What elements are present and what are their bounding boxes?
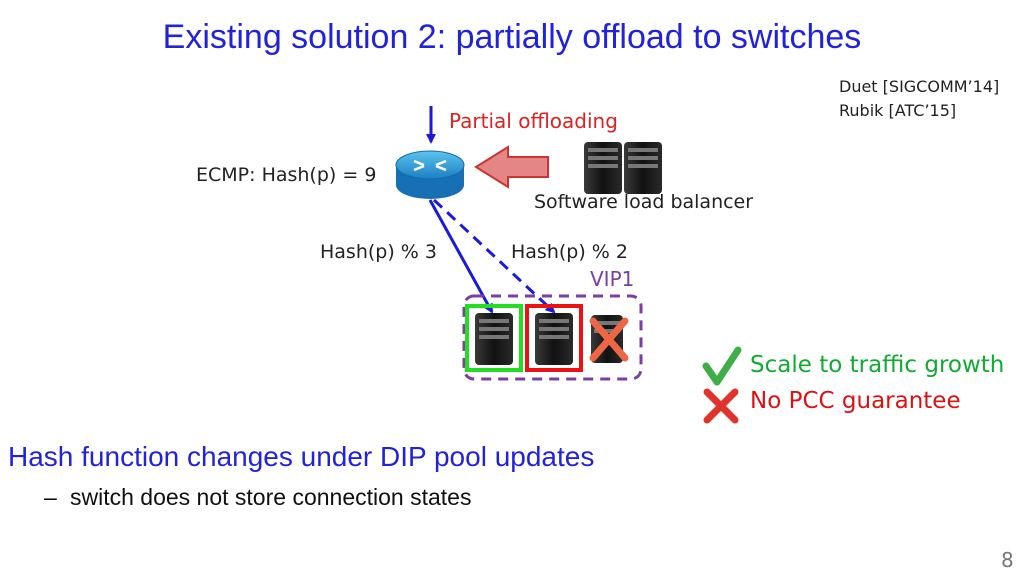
page-number: 8 (1001, 548, 1014, 572)
con-text: No PCC guarantee (750, 388, 961, 414)
vip-pool-box (462, 294, 643, 381)
hash3-label: Hash(p) % 3 (320, 241, 437, 263)
pro-text: Scale to traffic growth (750, 352, 1005, 378)
vip-label: VIP1 (590, 267, 635, 291)
slb-server-icon (624, 142, 662, 194)
hash2-arrow (432, 198, 556, 314)
slb-server-icon (584, 142, 622, 194)
partial-offloading-label: Partial offloading (449, 109, 618, 133)
cross-icon (703, 388, 739, 424)
hash2-label: Hash(p) % 2 (511, 241, 628, 263)
dip-server-icon (475, 313, 513, 365)
router-icon (395, 150, 465, 199)
citation-duet: Duet [SIGCOMM’14] (839, 77, 1000, 96)
citation-rubik: Rubik [ATC’15] (839, 101, 957, 120)
sub-bullet: switch does not store connection states (70, 484, 472, 510)
dip-server-icon (535, 313, 573, 365)
offload-arrow (474, 145, 549, 189)
slb-label: Software load balancer (534, 191, 754, 213)
check-icon (702, 346, 742, 386)
removed-x-icon (589, 317, 629, 362)
sub-bullet-dash: – (44, 484, 57, 510)
slide-title: Existing solution 2: partially offload t… (162, 18, 862, 56)
hash3-arrow (428, 199, 494, 314)
red-highlight (525, 304, 583, 372)
main-bullet: Hash function changes under DIP pool upd… (8, 441, 595, 472)
green-highlight (465, 304, 523, 372)
ecmp-label: ECMP: Hash(p) = 9 (196, 164, 377, 186)
